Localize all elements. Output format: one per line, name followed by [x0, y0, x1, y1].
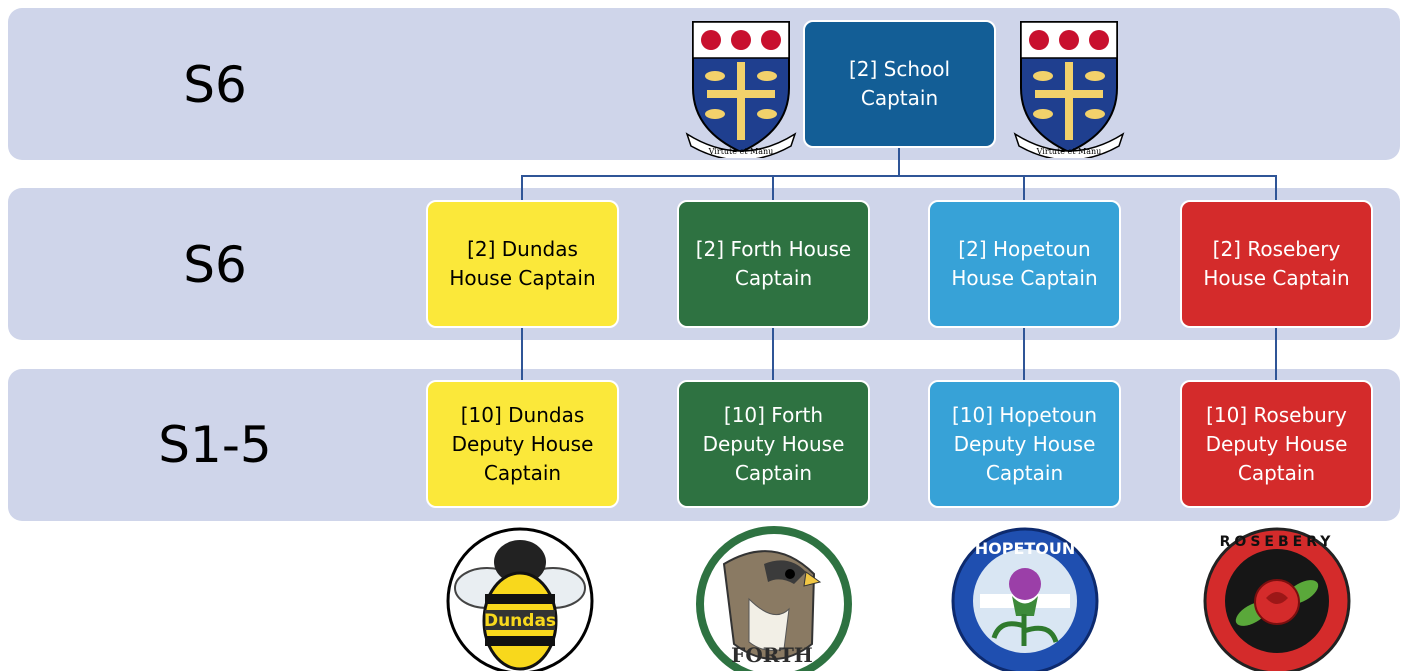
connector-drop-hopetoun	[1023, 175, 1025, 201]
connector-rosebery-deputy	[1275, 328, 1277, 382]
forth-logo-text: FORTH	[731, 643, 813, 667]
forth-deputy-box: [10] Forth Deputy House Captain	[677, 380, 870, 508]
level-label-1: S6	[183, 56, 247, 114]
crest-motto-left: Virtute et Manu	[708, 147, 774, 156]
hopetoun-captain-box: [2] Hopetoun House Captain	[928, 200, 1121, 328]
school-captain-box: [2] School Captain	[803, 20, 996, 148]
hopetoun-deputy-box: [10] Hopetoun Deputy House Captain	[928, 380, 1121, 508]
connector-drop-dundas	[521, 175, 523, 201]
dundas-deputy-box: [10] Dundas Deputy House Captain	[426, 380, 619, 508]
connector-forth-deputy	[772, 328, 774, 382]
school-crest-left: Virtute et Manu	[685, 21, 797, 158]
connector-drop-rosebery	[1275, 175, 1277, 201]
rosebery-captain-box: [2] Rosebery House Captain	[1180, 200, 1373, 328]
hopetoun-thistle-logo: HOPETOUN	[951, 527, 1099, 671]
connector-vertical-school	[898, 148, 900, 176]
school-crest-right: Virtute et Manu	[1013, 21, 1125, 158]
dundas-captain-box: [2] Dundas House Captain	[426, 200, 619, 328]
connector-drop-forth	[772, 175, 774, 201]
dundas-logo-text: Dundas	[484, 611, 556, 631]
connector-dundas-deputy	[521, 328, 523, 382]
level-label-3: S1-5	[158, 416, 272, 474]
crest-motto-right: Virtute et Manu	[1036, 147, 1102, 156]
rosebery-logo-text: ROSEBERY	[1220, 534, 1335, 550]
level-label-2: S6	[183, 236, 247, 294]
forth-falcon-logo: FORTH	[696, 526, 852, 671]
hopetoun-logo-text: HOPETOUN	[975, 539, 1076, 558]
connector-horizontal	[521, 175, 1277, 177]
connector-hopetoun-deputy	[1023, 328, 1025, 382]
rosebery-rose-logo: ROSEBERY	[1203, 527, 1351, 671]
rosebery-deputy-box: [10] Rosebury Deputy House Captain	[1180, 380, 1373, 508]
dundas-bee-logo: Dundas	[446, 527, 594, 671]
forth-captain-box: [2] Forth House Captain	[677, 200, 870, 328]
